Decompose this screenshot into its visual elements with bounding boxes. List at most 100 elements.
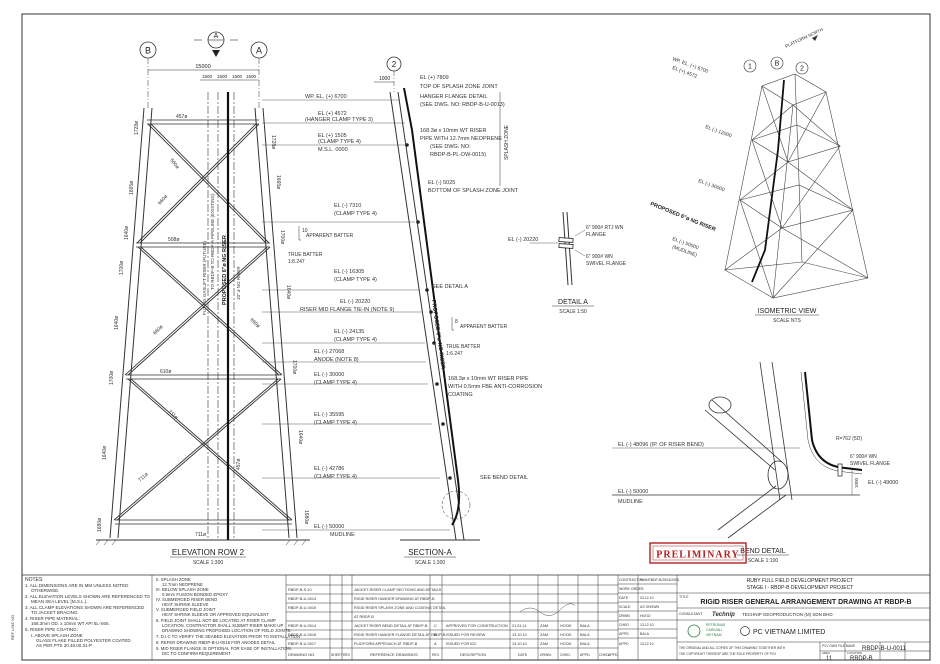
brace-size: 660ø: [152, 324, 164, 336]
iso-riser: [751, 79, 785, 283]
leg-size: 1728ø: [134, 121, 140, 135]
note-line: HEAT SHRINK SLEEVE OR APPROVED EQUIVALEN…: [162, 612, 269, 617]
ref-title: RIGID RISER HANGER FLANGE DETAIL AT RBDP…: [354, 633, 446, 637]
rev-by: ZAM: [540, 642, 548, 646]
grid-label-2: 2: [392, 60, 397, 69]
riser-label-proposed: PROPOSED 6"ø NG RISER: [222, 235, 228, 305]
section-proposed-label: PROPOSED 6"ø NG RISER: [430, 299, 446, 369]
sheet-border: [21, 13, 931, 661]
title-block: NOTES: 1. ALL DIMENSIONS ARE IN MM UNLES…: [25, 575, 930, 662]
rev-desc: ISSUED FOR REVIEW: [446, 633, 486, 637]
apparent-batter-num: 10: [302, 228, 308, 234]
client-logo-icon: [687, 624, 701, 638]
note-line: 9. MID RISER FLANGE IS OPTIONAL FOR EASE…: [156, 646, 292, 651]
info-date: 03.12.10: [640, 596, 654, 600]
detail-a-title: DETAIL A: [558, 299, 588, 306]
ref-no: RBDP-B-U-0015: [288, 606, 316, 610]
note-line: TO JACKET BRACING.: [31, 610, 79, 615]
riser-pipe2-1: 168.3ø x 10mm WT RISER PIPE: [448, 376, 529, 382]
level-labels: WP. EL. (+) 6700 EL (+) 4572 (HANGER CLA…: [262, 94, 450, 538]
note-line: 5. RISER PIPE COATING:: [25, 627, 78, 632]
note-line: 8. REFER DRAWING RBDP-B-U-0015 FOR ANODE…: [156, 640, 276, 645]
bend-title: BEND DETAIL: [740, 548, 785, 555]
note-line: V. SUBMERGED FIELD JOINT: [156, 607, 216, 612]
level-hanger: (HANGER CLAMP TYPE 3): [305, 117, 373, 123]
section-leg: [389, 91, 465, 541]
rev-header: REV.: [432, 653, 440, 657]
note-line: 4. RISER PIPE MATERIAL:: [25, 616, 80, 621]
info-label: CONTRACT No.: [619, 578, 645, 582]
level-clamp4: (CLAMP TYPE 4): [318, 139, 361, 145]
note-line: 168.3mm OD. x 10mm WT API 5L-X65.: [31, 621, 110, 626]
mudline-hatch: [95, 539, 307, 546]
iso-grid-label-2: 2: [800, 66, 804, 73]
iso-title: ISOMETRIC VIEW: [758, 308, 817, 315]
bend-riser-outer: [800, 371, 863, 475]
preliminary-stamp: PRELIMINARY: [649, 542, 747, 564]
leg-size: 1700ø: [109, 371, 115, 385]
el-7809: EL (+) 7809: [420, 75, 449, 81]
notes: NOTES: 1. ALL DIMENSIONS ARE IN MM UNLES…: [25, 577, 151, 648]
drawing-title: RIGID RISER GENERAL ARRANGEMENT DRAWING …: [700, 599, 911, 606]
level-clamp4: (CLAMP TYPE 4): [334, 277, 377, 283]
rev-chk: HOOD: [560, 642, 572, 646]
note-line: 12.7mm NEOPRENE: [162, 582, 203, 587]
batter-triangle-1: [298, 226, 301, 241]
brace-size: 711ø: [137, 472, 149, 484]
ref-title: PLATFORM APPROACH AT RBDP-B: [354, 642, 418, 646]
level-50000: EL (-) 50000: [314, 524, 344, 530]
level-anode: ANODE (NOTE 8): [314, 357, 359, 363]
detail-a-flange1-1: 6" 900# RTJ WN: [586, 225, 624, 231]
rev-chk: HOOD: [560, 633, 572, 637]
level-24135: EL (-) 24135: [334, 329, 364, 335]
bottom-splash: BOTTOM OF SPLASH ZONE JOINT: [428, 188, 519, 194]
bend-el-48096: EL (-) 48096 (IP. OF RISER BEND): [618, 442, 704, 448]
section-arrow-head: [212, 50, 220, 57]
hanger-flange: HANGER FLANGE DETAIL: [420, 94, 487, 100]
level-riser-mid: RISER MID FLANGE TIE-IN (NOTE 9): [300, 307, 394, 313]
info-label: APPD: [619, 642, 629, 646]
dim-total: 15000: [195, 64, 210, 70]
leg-size: 1640ø: [102, 446, 108, 460]
rev-by: ZAM: [540, 633, 548, 637]
riser-pipe-2: PIPE WITH 12.7mm NEOPRENE: [420, 136, 502, 142]
info-label: DRWN: [619, 614, 630, 618]
leg-size: 1728ø: [270, 135, 276, 149]
revisions: C APPROVED FOR CONSTRUCTION 21.01.11 ZAM…: [432, 603, 619, 657]
detail-a-leader-2: [574, 249, 586, 257]
elevation-scale: SCALE 1:300: [193, 560, 224, 566]
note-line: 7. D.I.C TO VERIFY THE SEABED ELEVATION …: [156, 634, 300, 639]
iso-el-30000: EL (-) 30000: [697, 178, 725, 193]
project-line-2: STAGE I - RBDP-B DEVELOPMENT PROJECT: [747, 585, 854, 591]
title-label: TITLE: [679, 595, 689, 599]
ref-title: JACKET RISER BEND DETAIL AT RBDP-B: [354, 624, 428, 628]
true-batter: TRUE BATTER: [288, 252, 323, 258]
iso-grid-label-1: 1: [748, 64, 752, 71]
dim-part: 1500: [246, 74, 257, 79]
notes-continued: II. SPLASH ZONE 12.7mm NEOPRENE III. BEL…: [156, 577, 300, 656]
rev-code: B: [434, 632, 437, 637]
detail-a-el: EL (-) 20220: [508, 237, 538, 243]
note-line: 2. ALL ELEVATION LEVELS SHOWN ARE REFERE…: [25, 594, 151, 599]
consultant-label: CONSULTANT: [679, 612, 703, 616]
level-wp: WP. EL. (+) 6700: [305, 94, 347, 100]
dwg-file-name: RBDP-B-U-0011: [862, 646, 907, 652]
level-27068: EL (-) 27068: [314, 349, 344, 355]
level-clamp4: (CLAMP TYPE 4): [334, 337, 377, 343]
preliminary-text: PRELIMINARY: [656, 550, 739, 561]
pcv-logo-icon: [740, 626, 750, 636]
note-line: AS PER PTS 30.48.00.31-P: [36, 643, 92, 648]
reference-drawings: RBDP-B-S-10 JACKET-RISER CLAMP SECTIONS …: [288, 588, 446, 657]
ref-title: JACKET-RISER CLAMP SECTIONS AND DETAILS: [354, 588, 442, 592]
section-clamps: [405, 143, 452, 480]
note-line: GLASS FLAKE FILLED POLYESTER COATED: [36, 638, 131, 643]
riser-label-existing: TO RBDP-B TO RBDP-A PIPELINE (EXISTING): [210, 193, 215, 290]
ref-no: RBDP-B-S-10: [288, 588, 312, 592]
rev-header: APPD.: [608, 653, 619, 657]
splash-zone-label: SPLASH ZONE: [504, 124, 510, 160]
ref-header-sheet: SHEET: [331, 653, 344, 657]
bend-flange-2: SWIVEL FLANGE: [850, 461, 891, 467]
apparent-batter2: APPARENT BATTER: [460, 324, 508, 330]
note-line: DRAWING SHOWING PROPOSED LOCATION OF FIE…: [162, 628, 291, 633]
bend-scale: SCALE 1:100: [748, 558, 779, 564]
